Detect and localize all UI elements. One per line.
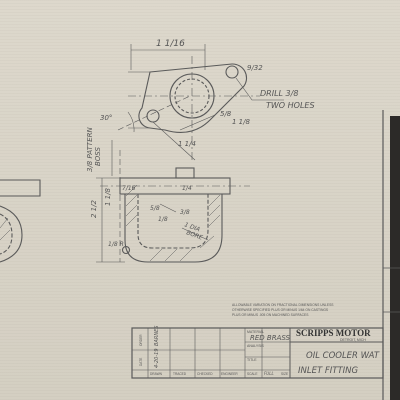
drawn-by: BARNES [154, 325, 160, 346]
radius-note: 1/8 R [108, 241, 124, 248]
date-value: 4-20-19 [154, 348, 160, 368]
title-block [131, 327, 384, 379]
company-city: DETROIT, MICH [340, 338, 366, 342]
title-label: TITLE [247, 358, 257, 362]
left-partial-view [0, 179, 41, 263]
pattern-note-line2: BOSS [94, 146, 102, 166]
company-name: SCRIPPS MOTOR [296, 328, 371, 338]
date-label: DATE [139, 358, 143, 366]
dim-offset-large: 1 1/8 [232, 118, 250, 126]
notes-line3: PLUS OR MINUS .005 ON MACHINED SURFACES [232, 313, 309, 317]
title-line1: OIL COOLER WAT [306, 351, 380, 361]
checked-label: CHECKED [197, 372, 213, 376]
dim-side-a: 7/16 [122, 185, 136, 192]
dim-side-d: 1/8 [158, 216, 168, 223]
front-view [96, 140, 250, 263]
dim-height-a: 2 1/2 [90, 200, 98, 218]
dia-note-line2: BORE [185, 229, 203, 241]
dim-angle: 30° [100, 114, 112, 122]
drill-note-line1: DRILL 3/8 [260, 89, 298, 98]
analysis-label: ANALYSIS [247, 344, 265, 348]
dim-bottom-span: 1 1/4 [178, 140, 196, 148]
dim-side-c: 5/8 [150, 205, 160, 212]
top-view [117, 44, 284, 161]
drill-note-line2: TWO HOLES [266, 101, 315, 110]
notes-line2: OTHERWISE SPECIFIED PLUS OR MINUS 1/64 O… [232, 308, 329, 312]
order-label: ORDER [139, 334, 143, 346]
dim-side-b: 1/4 [182, 185, 192, 192]
dim-height-b: 1 1/8 [104, 188, 112, 206]
dim-hole-dia: 9/32 [247, 64, 263, 72]
pattern-note-line1: 3/8 PATTERN [86, 127, 94, 172]
size-label: SIZE [281, 372, 288, 376]
title-line2: INLET FITTING [298, 366, 359, 376]
scale-value: FULL [264, 371, 274, 376]
drawn-label: DRAWN [150, 372, 163, 376]
notes-line1: ALLOWABLE VARIATION ON FRACTIONAL DIMENS… [232, 303, 334, 307]
material-value: RED BRASS [250, 334, 291, 342]
traced-label: TRACED [173, 372, 187, 376]
dim-top-width: 1 1/16 [156, 39, 185, 49]
dim-offset-small: 5/8 [220, 110, 232, 118]
material-label: MATERIAL [247, 330, 264, 334]
engineer-label: ENGINEER [221, 372, 238, 376]
dim-side-e: 3/8 [180, 209, 190, 216]
scale-label: SCALE [247, 372, 257, 376]
